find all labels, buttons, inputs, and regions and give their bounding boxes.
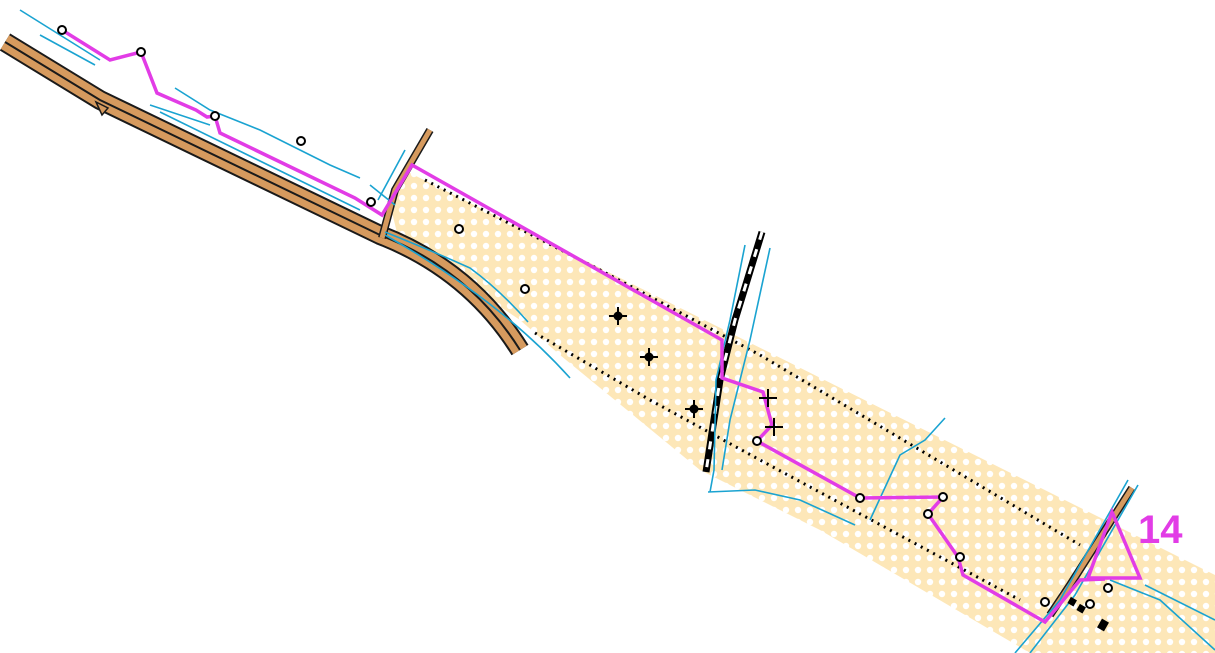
open-land-boundary-south bbox=[534, 331, 1021, 602]
control-triangle bbox=[1085, 507, 1143, 580]
control-number: 14 bbox=[1138, 508, 1183, 552]
open-land-boundary-north bbox=[424, 178, 1081, 547]
boulders bbox=[57, 25, 1113, 609]
small-buildings bbox=[1067, 596, 1109, 632]
road-junction-mark bbox=[94, 100, 110, 117]
open-land-area bbox=[388, 173, 1215, 653]
fence-line bbox=[702, 230, 766, 473]
point-features bbox=[609, 307, 783, 436]
